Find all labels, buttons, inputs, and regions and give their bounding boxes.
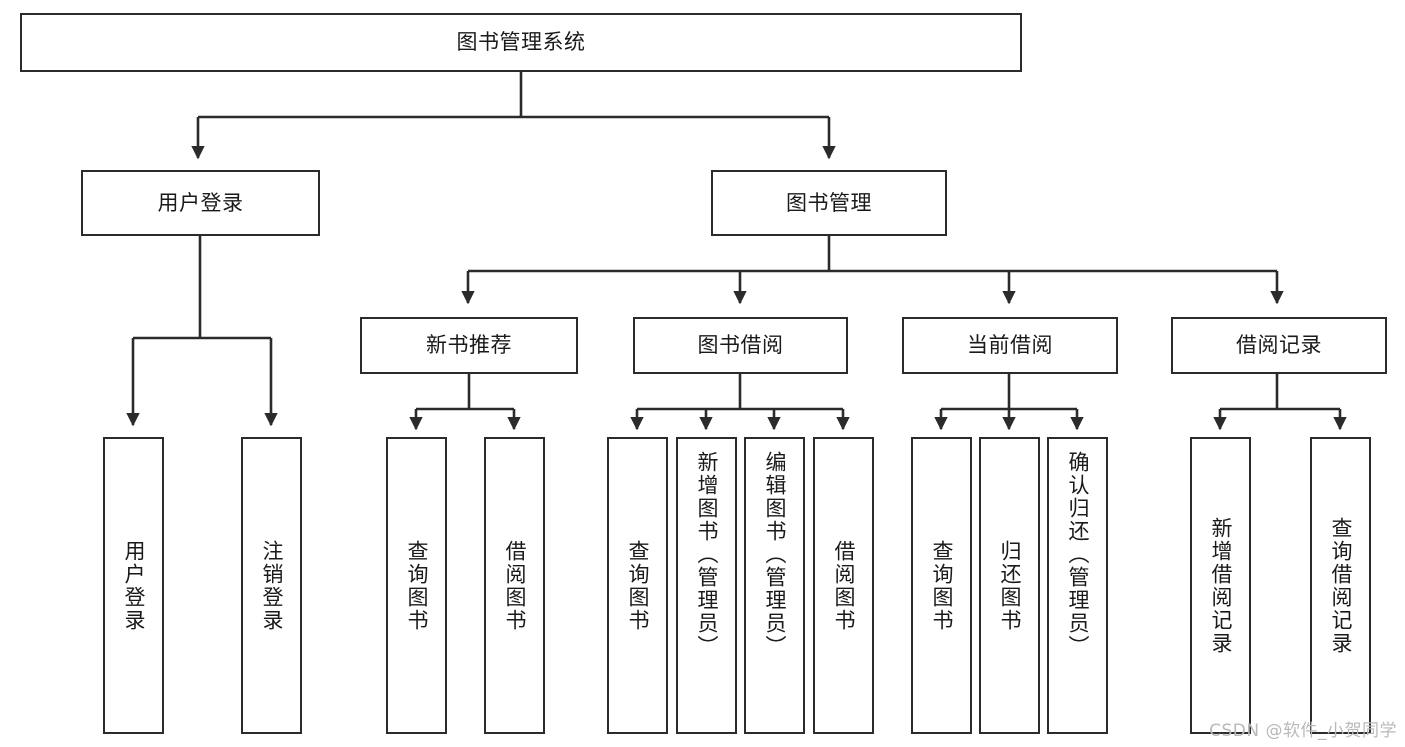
leaf-add-book-label: 新增图书（管理员）: [695, 451, 719, 658]
node-new-book-rec-label: 新书推荐: [426, 333, 512, 358]
leaf-query-book-1-label: 查询图书: [405, 539, 429, 632]
leaf-query-book-2-label: 查询图书: [626, 539, 650, 632]
node-book-borrow-label: 图书借阅: [697, 333, 784, 358]
node-new-book-rec[interactable]: 新书推荐: [360, 317, 578, 374]
leaf-query-record[interactable]: 查询借阅记录: [1310, 437, 1371, 734]
leaf-confirm-return[interactable]: 确认归还（管理员）: [1047, 437, 1108, 734]
node-book-manage-label: 图书管理: [786, 190, 872, 215]
watermark: CSDN @软件_小贺同学: [1209, 721, 1397, 741]
node-borrow-record-label: 借阅记录: [1236, 333, 1322, 358]
node-user-login[interactable]: 用户登录: [81, 170, 320, 236]
leaf-edit-book[interactable]: 编辑图书（管理员）: [744, 437, 805, 734]
leaf-query-book-1[interactable]: 查询图书: [386, 437, 447, 734]
leaf-add-record[interactable]: 新增借阅记录: [1190, 437, 1251, 734]
node-root-label: 图书管理系统: [456, 30, 586, 55]
node-user-login-label: 用户登录: [157, 190, 244, 215]
leaf-query-book-3[interactable]: 查询图书: [911, 437, 972, 734]
leaf-borrow-book-2[interactable]: 借阅图书: [813, 437, 874, 734]
leaf-add-record-label: 新增借阅记录: [1209, 516, 1233, 655]
leaf-logout-label: 注销登录: [260, 539, 284, 632]
node-borrow-record[interactable]: 借阅记录: [1171, 317, 1387, 374]
leaf-borrow-book-1[interactable]: 借阅图书: [484, 437, 545, 734]
leaf-user-login-label: 用户登录: [122, 539, 146, 632]
leaf-edit-book-label: 编辑图书（管理员）: [763, 451, 787, 658]
leaf-confirm-return-label: 确认归还（管理员）: [1066, 451, 1090, 658]
node-root[interactable]: 图书管理系统: [20, 13, 1022, 72]
leaf-query-book-3-label: 查询图书: [930, 539, 954, 632]
leaf-return-book[interactable]: 归还图书: [979, 437, 1040, 734]
leaf-user-login[interactable]: 用户登录: [103, 437, 164, 734]
node-current-borrow-label: 当前借阅: [967, 333, 1053, 358]
leaf-logout[interactable]: 注销登录: [241, 437, 302, 734]
leaf-add-book[interactable]: 新增图书（管理员）: [676, 437, 737, 734]
leaf-borrow-book-1-label: 借阅图书: [503, 539, 527, 632]
leaf-return-book-label: 归还图书: [998, 539, 1022, 632]
node-book-borrow[interactable]: 图书借阅: [633, 317, 848, 374]
leaf-borrow-book-2-label: 借阅图书: [832, 539, 856, 632]
node-book-manage[interactable]: 图书管理: [711, 170, 947, 236]
leaf-query-record-label: 查询借阅记录: [1329, 516, 1353, 655]
node-current-borrow[interactable]: 当前借阅: [902, 317, 1118, 374]
leaf-query-book-2[interactable]: 查询图书: [607, 437, 668, 734]
